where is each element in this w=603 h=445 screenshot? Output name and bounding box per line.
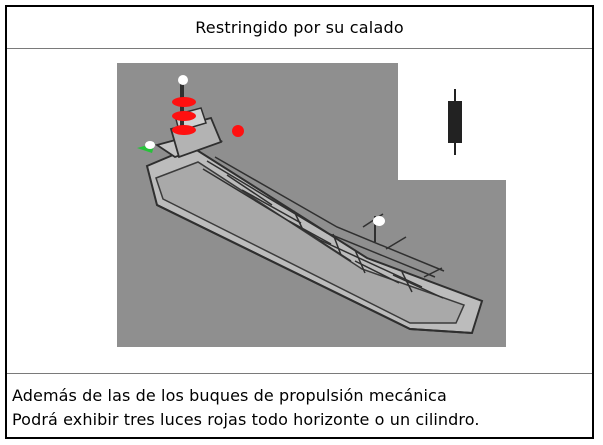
ship-illustration [117,63,506,347]
cylinder-day-shape [398,63,506,180]
description-line-2: Podrá exhibir tres luces rojas todo hori… [12,410,480,429]
description-row: Además de las de los buques de propulsió… [7,374,592,437]
deck-piping [202,156,445,299]
illustration-row [7,49,592,374]
ship-hull [145,145,484,335]
signal-card: Restringido por su calado [5,5,594,439]
red-side-light [232,125,244,137]
card-title: Restringido por su calado [195,18,404,37]
card-title-row: Restringido por su calado [7,7,592,49]
navigation-lights [137,75,385,226]
white-stern-light [145,141,155,149]
red-light-bottom [172,125,196,135]
red-light-top [172,97,196,107]
red-light-middle [172,111,196,121]
white-forward-light [373,216,385,226]
cylinder-shape-icon [448,101,462,143]
white-masthead-light [178,75,188,85]
description-line-1: Además de las de los buques de propulsió… [12,386,447,405]
day-shape-inset [398,63,506,180]
